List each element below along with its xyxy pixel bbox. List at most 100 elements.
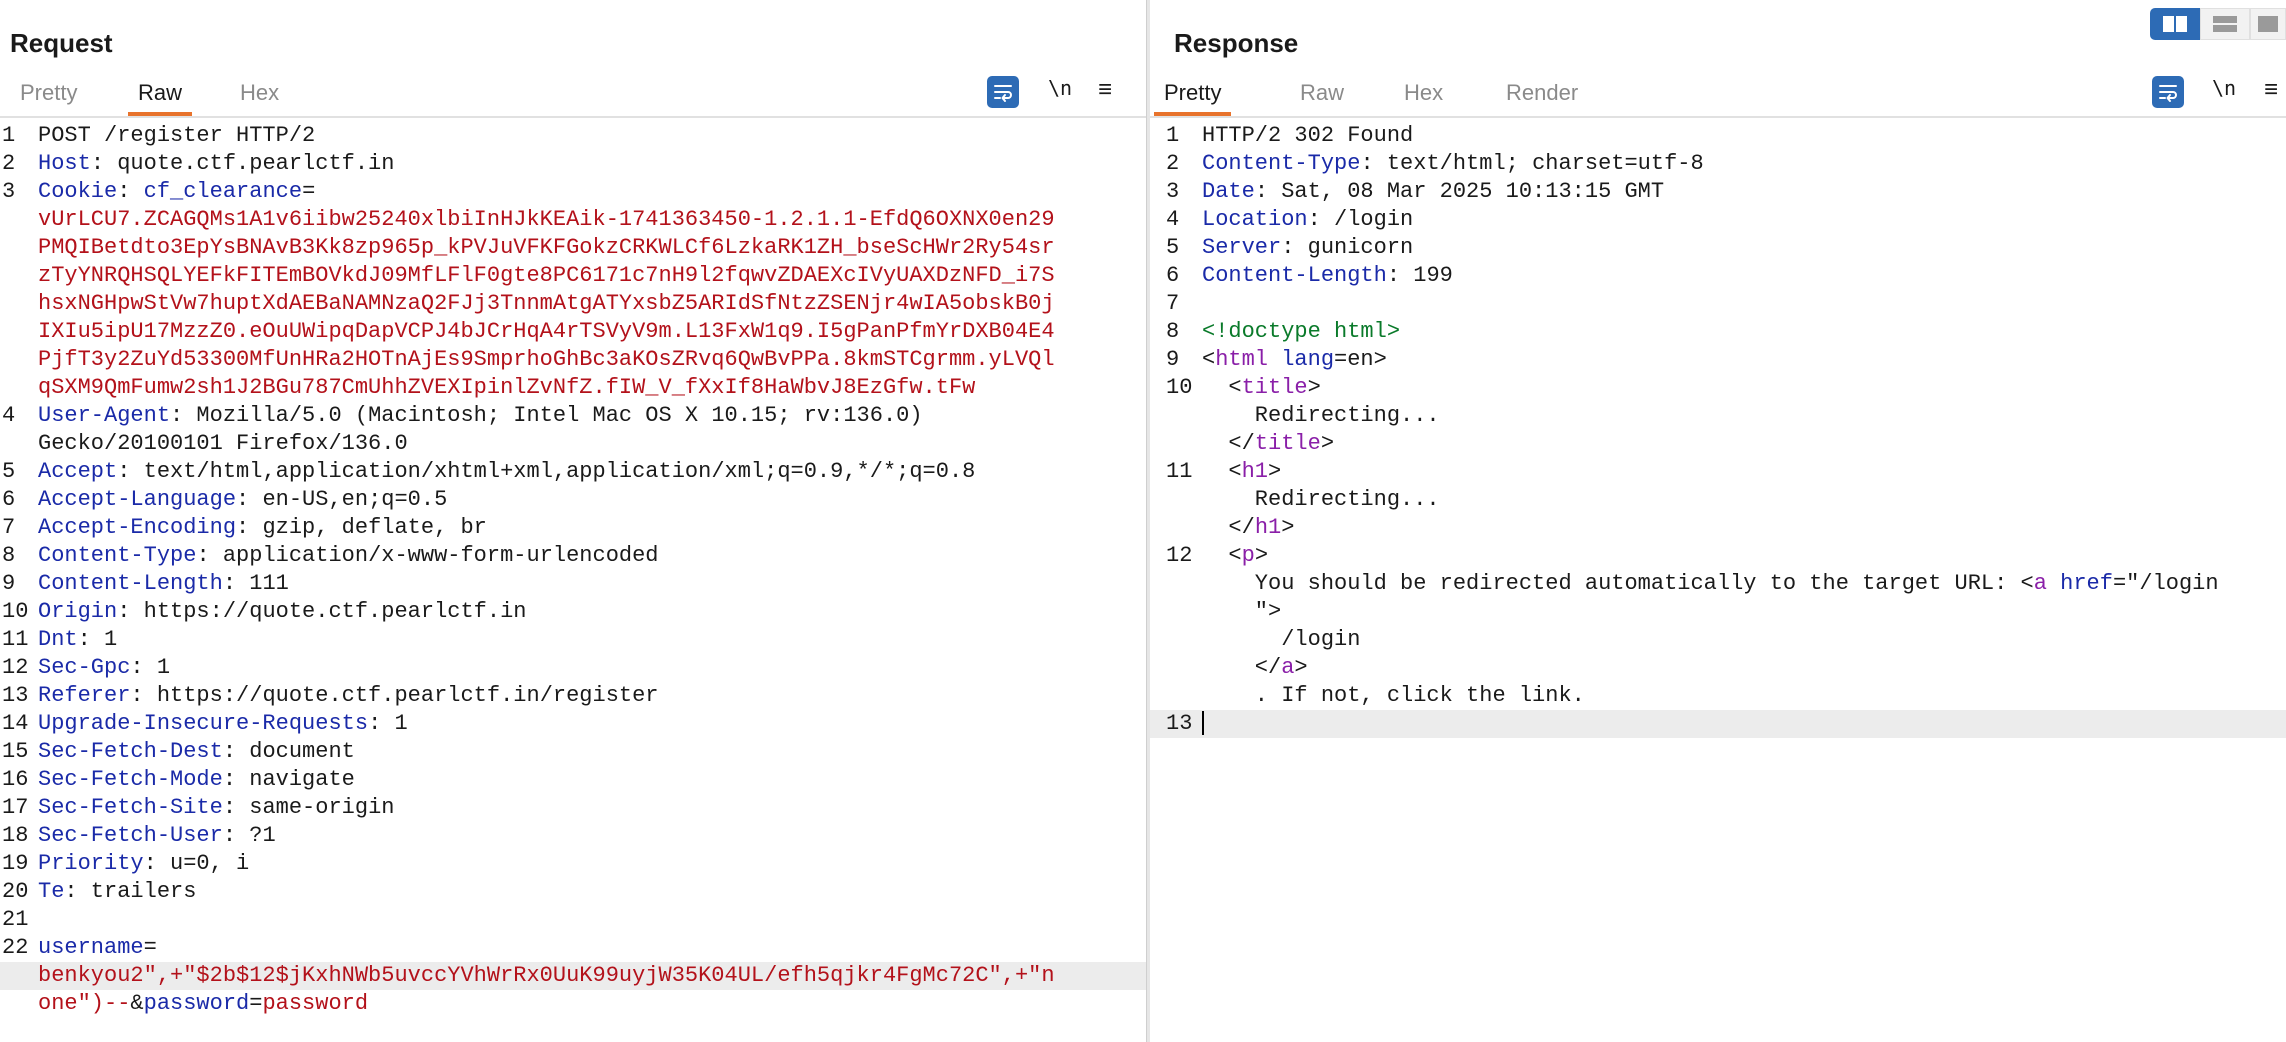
code-token: Accept-Encoding: [38, 515, 237, 540]
code-line: PMQIBetdto3EpYsBNAvB3Kk8zp965p_kPVJuVFKF…: [0, 234, 1146, 262]
response-tab-raw[interactable]: Raw: [1300, 80, 1345, 105]
code-token: Gecko/20100101 Firefox/136.0: [38, 431, 408, 456]
side-by-side-icon[interactable]: [2150, 8, 2200, 40]
code-token: =: [302, 179, 316, 204]
code-token: Accept-Language: [38, 487, 237, 512]
code-line: qSXM9QmFumw2sh1J2BGu787CmUhhZVEXIpinlZvN…: [0, 374, 1146, 402]
response-tab-hex[interactable]: Hex: [1404, 80, 1444, 105]
single-pane-icon[interactable]: [2250, 8, 2286, 40]
newline-toggle[interactable]: \n: [2212, 76, 2237, 100]
code-line: 1 HTTP/2 302 Found: [1150, 122, 2286, 150]
code-token: Location: [1202, 207, 1308, 232]
code-line: one")--&password=password: [0, 990, 1146, 1018]
code-token: &: [130, 991, 144, 1016]
code-token: Host: [38, 151, 91, 176]
pane-divider[interactable]: [1146, 0, 1150, 1042]
code-line: You should be redirected automatically t…: [1150, 570, 2286, 598]
code-token: <: [1202, 459, 1242, 484]
code-token: PMQIBetdto3EpYsBNAvB3Kk8zp965p_kPVJuVFKF…: [38, 235, 1055, 260]
response-tab-render[interactable]: Render: [1506, 80, 1579, 105]
code-token: =: [249, 991, 263, 1016]
code-text: Te: trailers: [38, 879, 196, 904]
hamburger-menu-icon[interactable]: ≡: [2264, 76, 2279, 103]
code-token: Content-Type: [38, 543, 197, 568]
code-token: one")--: [38, 991, 131, 1016]
code-text: <h1>: [1202, 459, 1281, 484]
line-number: 20: [2, 879, 29, 904]
line-number: 13: [2, 683, 29, 708]
code-line: zTyYNRQHSQLYEFkFITEmBOVkdJ09MfLFlF0gte8P…: [0, 262, 1146, 290]
code-text: Content-Length: 111: [38, 571, 289, 596]
request-tab-pretty[interactable]: Pretty: [20, 80, 78, 105]
code-line: IXIu5ipU17MzzZ0.eOuUWipqDapVCPJ4bJCrHqA4…: [0, 318, 1146, 346]
request-title: Request: [10, 28, 113, 58]
code-token: User-Agent: [38, 403, 171, 428]
code-token: : trailers: [64, 879, 197, 904]
stacked-icon[interactable]: [2200, 8, 2250, 40]
code-text: </h1>: [1202, 515, 1294, 540]
code-token: title: [1254, 431, 1321, 456]
line-number: 8: [1166, 319, 1180, 344]
code-token: Referer: [38, 683, 131, 708]
code-text: Accept: text/html,application/xhtml+xml,…: [38, 459, 975, 484]
word-wrap-icon[interactable]: [2152, 76, 2184, 108]
code-token: </: [1202, 431, 1255, 456]
code-token: You should be redirected automatically t…: [1202, 571, 2034, 596]
code-token: [1268, 347, 1281, 372]
line-number: 8: [2, 543, 16, 568]
code-text: Sec-Fetch-Mode: navigate: [38, 767, 355, 792]
code-token: =: [143, 935, 157, 960]
code-text: Date: Sat, 08 Mar 2025 10:13:15 GMT: [1202, 179, 1664, 204]
line-number: 5: [1166, 235, 1180, 260]
code-text: Sec-Fetch-Site: same-origin: [38, 795, 394, 820]
code-line: 7: [1150, 290, 2286, 318]
code-token: </: [1202, 515, 1255, 540]
line-number: 3: [1166, 179, 1180, 204]
hamburger-menu-icon[interactable]: ≡: [1098, 76, 1113, 103]
code-token: username: [38, 935, 144, 960]
code-text: </title>: [1202, 431, 1334, 456]
code-token: IXIu5ipU17MzzZ0.eOuUWipqDapVCPJ4bJCrHqA4…: [38, 319, 1055, 344]
code-text: HTTP/2 302 Found: [1202, 123, 1413, 148]
code-token: Content-Length: [1202, 263, 1387, 288]
code-token: Priority: [38, 851, 144, 876]
word-wrap-icon[interactable]: [987, 76, 1019, 108]
code-text: /login: [1202, 627, 1360, 652]
code-token: : quote.ctf.pearlctf.in: [90, 151, 395, 176]
code-token: . If not, click the link.: [1202, 683, 1585, 708]
code-text: Accept-Encoding: gzip, deflate, br: [38, 515, 487, 540]
code-token: : https://quote.ctf.pearlctf.in/register: [130, 683, 659, 708]
code-text: . If not, click the link.: [1202, 683, 1585, 708]
code-token: Upgrade-Insecure-Requests: [38, 711, 369, 736]
code-token: : navigate: [222, 767, 355, 792]
line-number: 1: [2, 123, 16, 148]
code-text: zTyYNRQHSQLYEFkFITEmBOVkdJ09MfLFlF0gte8P…: [38, 263, 1055, 288]
code-token: : 1: [130, 655, 171, 680]
code-token: Content-Length: [38, 571, 223, 596]
code-text: qSXM9QmFumw2sh1J2BGu787CmUhhZVEXIpinlZvN…: [38, 375, 975, 400]
line-number: 1: [1166, 123, 1180, 148]
code-text: Location: /login: [1202, 207, 1413, 232]
code-token: : ?1: [222, 823, 276, 848]
code-token: : 199: [1386, 263, 1453, 288]
code-token: vUrLCU7.ZCAGQMs1A1v6iibw25240xlbiInHJkKE…: [38, 207, 1055, 232]
code-line: Redirecting...: [1150, 486, 2286, 514]
request-tab-raw[interactable]: Raw: [128, 72, 193, 116]
code-token: <: [1202, 543, 1242, 568]
request-tab-hex[interactable]: Hex: [240, 80, 280, 105]
line-number: 10: [1166, 375, 1193, 400]
newline-toggle[interactable]: \n: [1048, 76, 1073, 100]
code-line: 12 <p>: [1150, 542, 2286, 570]
code-token: Origin: [38, 599, 118, 624]
response-tab-pretty[interactable]: Pretty: [1154, 72, 1232, 116]
code-token: >: [1281, 515, 1295, 540]
